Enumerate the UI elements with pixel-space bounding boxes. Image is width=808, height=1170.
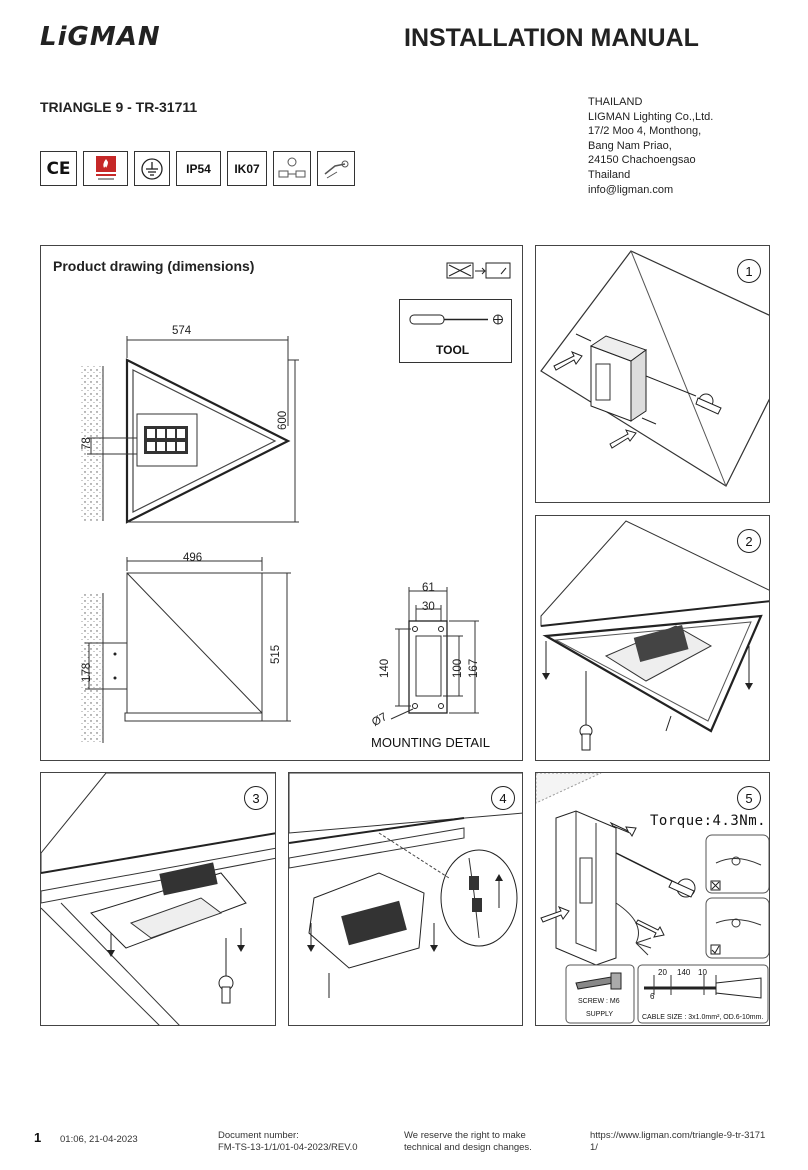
- screw-label: SCREW : M6: [578, 998, 620, 1005]
- url-line[interactable]: 1/: [590, 1142, 598, 1153]
- front-height-label: 600: [277, 410, 289, 430]
- certification-row: CE IP54 IK07: [40, 151, 355, 186]
- step-1-panel: 1: [535, 245, 770, 503]
- torque-label: Torque:4.3Nm.: [650, 813, 767, 829]
- step-2-illustration: [540, 520, 769, 751]
- step-3-illustration: [41, 773, 275, 1025]
- document-number-label: Document number:: [218, 1130, 299, 1141]
- cable-size-label: CABLE SIZE : 3x1.0mm², OD.6-10mm.: [642, 1014, 764, 1021]
- mounting-detail-label: MOUNTING DETAIL: [371, 735, 490, 750]
- tool-label: TOOL: [436, 343, 470, 357]
- company-address: THAILAND LIGMAN Lighting Co.,Ltd. 17/2 M…: [588, 95, 713, 197]
- cable-icon: [317, 151, 355, 186]
- step-number-badge: 1: [737, 259, 761, 283]
- dimensions-panel: Product drawing (dimensions) TOOL: [40, 245, 523, 761]
- step-number-badge: 3: [244, 786, 268, 810]
- address-line: 17/2 Moo 4, Monthong,: [588, 125, 702, 138]
- mount-height-inner: 100: [452, 658, 464, 678]
- step-1-illustration: [540, 250, 769, 487]
- page-title: INSTALLATION MANUAL: [404, 24, 699, 52]
- tool-box: TOOL: [399, 299, 512, 363]
- step-number-badge: 5: [737, 786, 761, 810]
- address-line: THAILAND: [588, 96, 643, 108]
- step-number-badge: 2: [737, 529, 761, 553]
- side-view-drawing: [81, 557, 291, 743]
- front-width-label: 574: [172, 325, 192, 337]
- cable-dim-10: 10: [698, 968, 707, 977]
- cable-dim-140: 140: [677, 968, 691, 977]
- step-4-illustration: [289, 773, 522, 998]
- mount-height-outer: 140: [379, 658, 391, 678]
- screwdriver-icon: [409, 314, 503, 325]
- side-offset-label: 178: [81, 662, 93, 682]
- address-line: Bang Nam Priao,: [588, 139, 672, 152]
- rights-line: technical and design changes.: [404, 1142, 532, 1153]
- timestamp: 01:06, 21-04-2023: [60, 1134, 138, 1145]
- mount-width-outer: 61: [422, 582, 435, 594]
- product-url[interactable]: https://www.ligman.com/triangle-9-tr-317…: [590, 1130, 765, 1154]
- url-line[interactable]: https://www.ligman.com/triangle-9-tr-317…: [590, 1130, 766, 1141]
- product-name: TRIANGLE 9 - TR-31711: [40, 99, 198, 115]
- front-view-drawing: [81, 336, 299, 524]
- address-line: LIGMAN Lighting Co.,Ltd.: [588, 110, 714, 123]
- driver-icon: [273, 151, 311, 186]
- ik-rating-badge: IK07: [227, 151, 267, 186]
- mounting-bracket-drawing: [390, 587, 479, 720]
- cable-dim-20: 20: [658, 968, 667, 977]
- fire-rating-icon: [83, 151, 128, 186]
- ligman-logo: LiGMAN: [40, 22, 161, 52]
- step-4-panel: 4: [288, 772, 523, 1026]
- rights-line: We reserve the right to make: [404, 1130, 526, 1141]
- ground-symbol-icon: [134, 151, 170, 186]
- rights-notice: We reserve the right to make technical a…: [404, 1130, 532, 1154]
- mount-height-total: 167: [468, 658, 480, 678]
- step-5-illustration: [536, 773, 769, 1024]
- side-width-label: 496: [183, 552, 203, 564]
- ce-mark-icon: CE: [40, 151, 77, 186]
- step-number-badge: 4: [491, 786, 515, 810]
- supply-label: SUPPLY: [586, 1011, 614, 1018]
- ip-rating-badge: IP54: [176, 151, 221, 186]
- step-3-panel: 3: [40, 772, 276, 1026]
- address-line: 24150 Chachoengsao: [588, 154, 696, 167]
- mount-width-inner: 30: [422, 601, 435, 613]
- step-2-panel: 2: [535, 515, 770, 761]
- side-height-label: 515: [270, 644, 282, 664]
- email-link[interactable]: info@ligman.com: [588, 183, 674, 196]
- step-5-panel: 5 Torque:4.3Nm. SCREW : M6 SUPPLY 20 140…: [535, 772, 770, 1026]
- dimensions-title: Product drawing (dimensions): [53, 258, 255, 274]
- surface-mount-icon: [446, 262, 511, 279]
- cable-dim-6: 6: [650, 992, 655, 1001]
- document-number: Document number: FM-TS-13-1/1/01-04-2023…: [218, 1130, 358, 1154]
- front-offset-label: 78: [81, 437, 93, 450]
- address-line: Thailand: [588, 168, 631, 181]
- document-number-value: FM-TS-13-1/1/01-04-2023/REV.0: [218, 1142, 358, 1153]
- page-number: 1: [34, 1130, 42, 1145]
